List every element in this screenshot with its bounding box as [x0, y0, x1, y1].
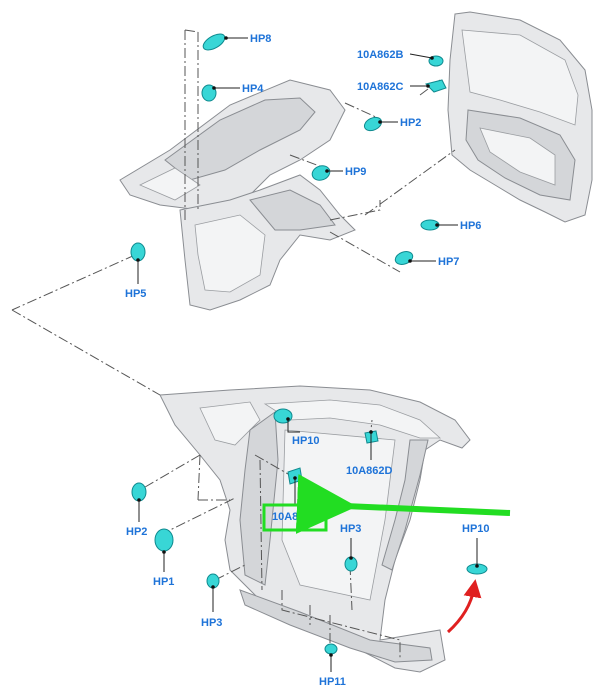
- callout-hp11: HP11: [319, 676, 346, 688]
- hole-plug-icon: [324, 643, 338, 655]
- callout-hp1: HP1: [153, 576, 174, 588]
- hole-plug-icon: [425, 79, 447, 93]
- cowl-dash-assembly: [119, 79, 356, 311]
- leader-lines: [136, 36, 479, 672]
- hole-plug-icon: [311, 165, 331, 181]
- callout-hp7: HP7: [438, 256, 459, 268]
- callout-hp4: HP4: [242, 83, 264, 95]
- callout-hp2-top: HP2: [400, 117, 421, 129]
- callout-hp10-right: HP10: [462, 523, 490, 535]
- callout-hp6: HP6: [460, 220, 481, 232]
- hole-plug-icon: [394, 251, 414, 265]
- callout-hp5: HP5: [125, 288, 146, 300]
- callout-10a862b: 10A862B: [357, 49, 404, 61]
- alignment-lines: [11, 29, 456, 660]
- hole-plug-icon: [202, 33, 226, 51]
- callout-hp10-top: HP10: [292, 435, 320, 447]
- curved-arrow-icon: [446, 579, 482, 634]
- callout-hp9: HP9: [345, 166, 366, 178]
- hole-plug-icon: [273, 408, 293, 424]
- callout-hp8: HP8: [250, 33, 271, 45]
- hole-plug-icon: [363, 116, 383, 132]
- hole-plug-icon: [201, 84, 217, 102]
- callout-10a862c: 10A862C: [357, 81, 404, 93]
- callout-10a862d: 10A862D: [346, 465, 393, 477]
- callout-hp2-bottom: HP2: [126, 526, 147, 538]
- callout-hp3-bottom: HP3: [201, 617, 222, 629]
- arrow-left-icon: [295, 473, 511, 534]
- front-door-panel: [447, 11, 593, 223]
- hole-plug-icon: [154, 528, 174, 552]
- callout-10a862a: 10A862A: [272, 511, 319, 523]
- callout-hp3-mid: HP3: [340, 523, 361, 535]
